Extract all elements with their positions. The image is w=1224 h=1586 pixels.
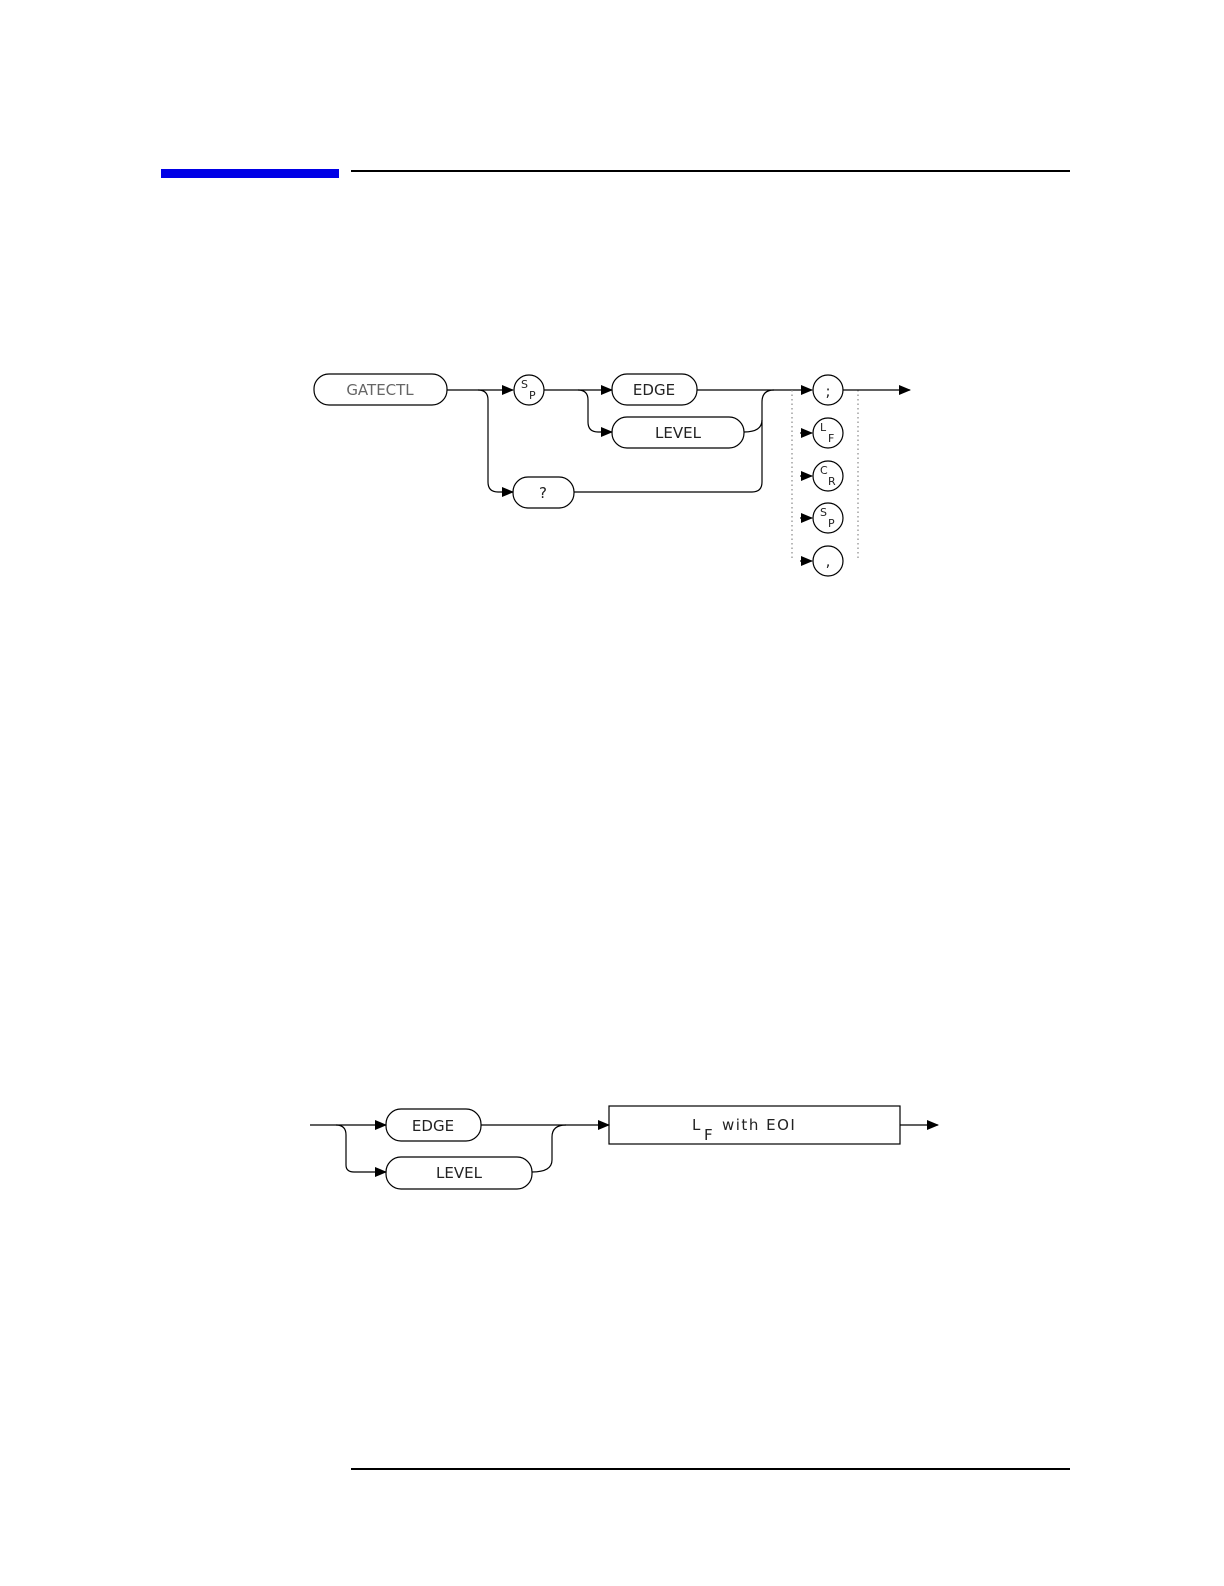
cr-label-sub: R (828, 475, 836, 488)
lf-label: L (820, 421, 827, 434)
semicolon-label: ; (825, 382, 830, 400)
response-diagram (310, 1106, 938, 1189)
comma-label: , (826, 552, 831, 570)
sp-label-sub: P (529, 389, 536, 402)
sp-term-label: S (820, 506, 827, 519)
query-label: ? (539, 484, 547, 502)
response-edge-label: EDGE (412, 1117, 454, 1135)
level-label: LEVEL (655, 424, 702, 442)
response-box-lf-sub: F (704, 1126, 713, 1144)
response-box-lf: L (692, 1116, 701, 1134)
lf-label-sub: F (828, 432, 834, 445)
response-level-label: LEVEL (436, 1164, 483, 1182)
sp-term-label-sub: P (828, 517, 835, 530)
response-box-text: with EOI (722, 1116, 796, 1134)
edge-label: EDGE (633, 381, 675, 399)
command-label: GATECTL (346, 381, 414, 399)
header-accent-bar (161, 169, 339, 178)
cr-label: C (820, 464, 828, 477)
sp-label: S (521, 378, 528, 391)
